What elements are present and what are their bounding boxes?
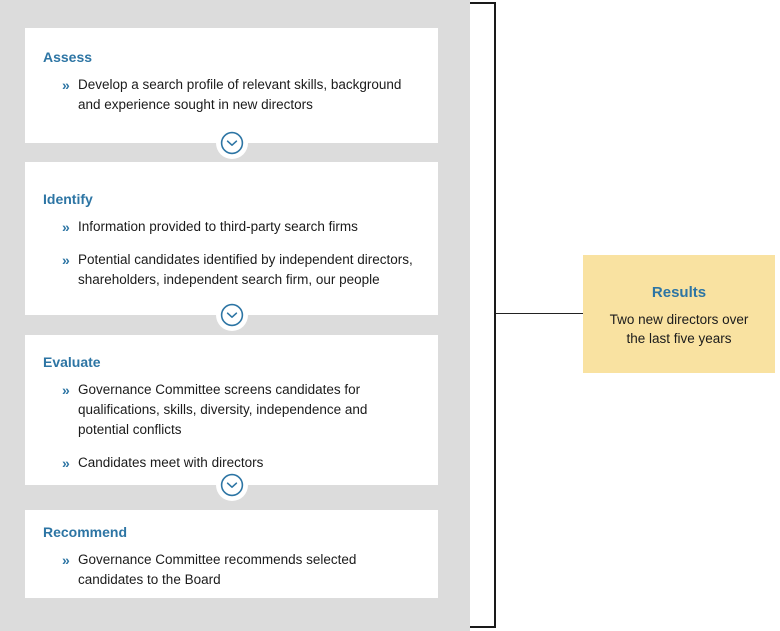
step-card-identify: Identify » Information provided to third… (25, 162, 438, 331)
bullet-text: Governance Committee screens candidates … (78, 382, 368, 437)
bullet-text: Information provided to third-party sear… (78, 219, 358, 234)
bullet-text: Potential candidates identified by indep… (78, 252, 413, 287)
bullet-item: » Develop a search profile of relevant s… (62, 75, 424, 115)
bullet-item: » Information provided to third-party se… (62, 217, 424, 237)
double-chevron-bullet-icon: » (62, 77, 70, 93)
double-chevron-bullet-icon: » (62, 219, 70, 235)
step-card-recommend: Recommend » Governance Committee recomme… (25, 510, 438, 598)
bullet-item: » Governance Committee screens candidate… (62, 380, 424, 440)
results-connector-line (496, 313, 583, 314)
bullet-text: Governance Committee recommends selected… (78, 552, 357, 587)
chevron-down-icon (215, 127, 248, 159)
bracket-top-tick (470, 2, 496, 4)
step-card-assess: Assess » Develop a search profile of rel… (25, 28, 438, 159)
step-title: Recommend (43, 524, 128, 540)
bullet-text: Develop a search profile of relevant ski… (78, 77, 402, 112)
results-text: Two new directors over the last five yea… (609, 312, 749, 346)
bullet-item: » Governance Committee recommends select… (62, 550, 424, 590)
bullet-item: » Candidates meet with directors (62, 453, 424, 473)
chevron-down-icon (215, 469, 248, 501)
bullet-text: Candidates meet with directors (78, 455, 264, 470)
results-box: Results Two new directors over the last … (583, 255, 775, 373)
step-title: Assess (43, 49, 93, 65)
bracket-vertical-line (494, 2, 496, 628)
bullet-item: » Potential candidates identified by ind… (62, 250, 424, 290)
double-chevron-bullet-icon: » (62, 252, 70, 268)
step-title: Identify (43, 191, 93, 207)
double-chevron-bullet-icon: » (62, 455, 70, 471)
chevron-down-icon (215, 299, 248, 331)
step-card-evaluate: Evaluate » Governance Committee screens … (25, 335, 438, 501)
double-chevron-bullet-icon: » (62, 382, 70, 398)
double-chevron-bullet-icon: » (62, 552, 70, 568)
results-title: Results (651, 284, 707, 301)
bracket-bottom-tick (470, 626, 496, 628)
step-title: Evaluate (43, 354, 101, 370)
